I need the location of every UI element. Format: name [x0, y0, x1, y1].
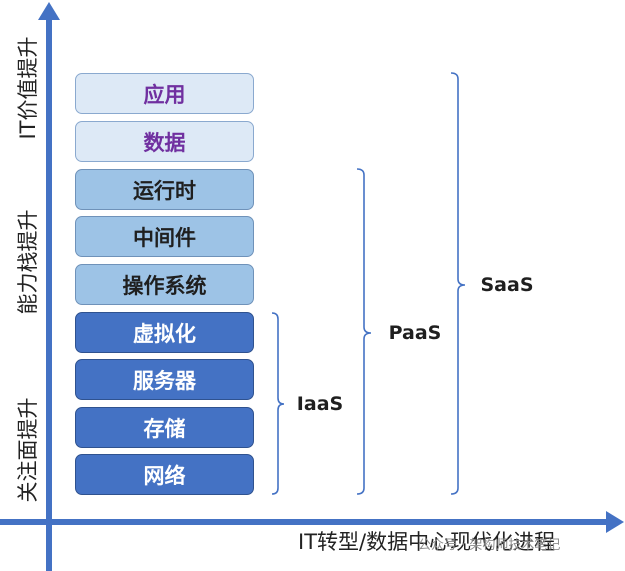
layer-virtualization: 虚拟化	[75, 312, 254, 353]
y-label-focus-area: 关注面提升	[16, 397, 40, 503]
layer-storage: 存储	[75, 407, 254, 448]
layer-servers: 服务器	[75, 359, 254, 400]
paas-bracket	[356, 168, 372, 495]
y-axis-arrow	[38, 2, 60, 20]
x-axis-label: IT转型/数据中心现代化进程	[298, 530, 556, 554]
watermark: 公众号 · 架构师技术笔记	[418, 538, 561, 553]
layer-data: 数据	[75, 121, 254, 162]
y-label-it-value: IT价值提升	[16, 36, 40, 140]
service-label-paas: PaaS	[388, 322, 442, 344]
layer-application: 应用	[75, 73, 254, 114]
iaas-bracket	[271, 312, 285, 495]
layer-runtime: 运行时	[75, 169, 254, 210]
layer-middleware: 中间件	[75, 216, 254, 257]
layer-operating-system: 操作系统	[75, 264, 254, 305]
y-label-capability: 能力栈提升	[16, 209, 40, 315]
service-label-saas: SaaS	[480, 274, 534, 296]
layer-network: 网络	[75, 454, 254, 495]
x-axis-arrow	[606, 511, 624, 533]
service-label-iaas: IaaS	[296, 393, 344, 415]
saas-bracket	[450, 72, 466, 495]
